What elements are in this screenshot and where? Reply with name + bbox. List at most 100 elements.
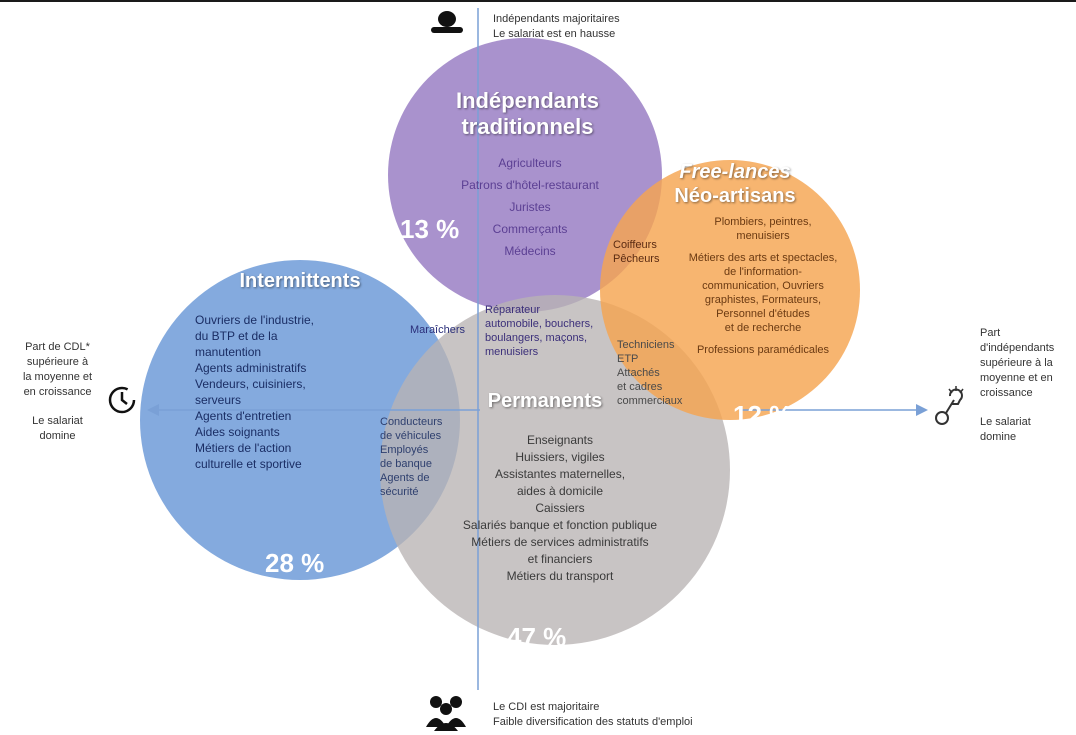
list-item: de véhicules: [380, 430, 442, 442]
list-item: et de recherche: [724, 322, 802, 334]
list-item: communication, Ouvriers: [702, 280, 824, 292]
permanents-list: Enseignants Huissiers, vigiles Assistant…: [440, 432, 680, 585]
clock-icon: [108, 386, 136, 414]
list-item: Agriculteurs: [498, 156, 562, 170]
permanents-title: Permanents: [487, 390, 603, 412]
list-item: Caissiers: [535, 501, 585, 515]
right-salariat-line: Le salariat: [980, 416, 1031, 428]
list-item: Assistantes maternelles,: [494, 467, 626, 481]
freelances-title-line2: Néo-artisans: [674, 185, 796, 207]
list-item: culturelle et sportive: [195, 457, 302, 471]
list-item: menuisiers: [485, 346, 539, 358]
list-item: Médecins: [504, 244, 556, 258]
right-caption: Part d'indépendants supérieure à la moye…: [980, 326, 1072, 445]
list-item: Agents d'entretien: [195, 409, 292, 423]
list-item: Pêcheurs: [613, 253, 660, 265]
list-item: Patrons d'hôtel-restaurant: [461, 178, 599, 192]
independants-title-line2: traditionnels: [461, 114, 594, 139]
overlap-coiffeurs: Coiffeurs Pêcheurs: [613, 238, 659, 266]
right-line: croissance: [980, 387, 1033, 399]
list-item: Ouvriers de l'industrie,: [195, 313, 315, 327]
left-salariat-line: domine: [39, 430, 76, 442]
left-line: en croissance: [23, 386, 92, 398]
list-item: manutention: [195, 345, 262, 359]
list-item: Métiers de l'action: [195, 441, 292, 455]
list-item: Enseignants: [526, 433, 594, 447]
independants-percentage: 13 %: [400, 214, 460, 244]
list-item: Conducteurs: [380, 416, 443, 428]
list-item: Huissiers, vigiles: [515, 450, 605, 464]
independants-title-line1: Indépendants: [455, 88, 599, 113]
freelances-title-line1: Free-lances: [679, 161, 791, 183]
list-item: de l'information-: [724, 266, 802, 278]
people-icon: [426, 696, 466, 731]
overlap-techniciens: Techniciens ETP Attachés et cadres comme…: [617, 338, 682, 408]
list-item: Plombiers, peintres,: [714, 216, 812, 228]
top-line-1: Indépendants majoritaires: [493, 13, 620, 25]
list-item: et financiers: [527, 552, 593, 566]
intermittents-list: Ouvriers de l'industrie, du BTP et de la…: [195, 312, 375, 472]
independants-title: Indépendants traditionnels: [445, 88, 610, 140]
list-item: de banque: [380, 458, 432, 470]
list-item: Agents de: [380, 472, 430, 484]
hat-icon: [431, 11, 463, 33]
freelances-list: Plombiers, peintres, menuisiers Métiers …: [668, 215, 858, 357]
left-line: Part de CDL*: [25, 341, 90, 353]
list-item: Juristes: [509, 200, 551, 214]
overlap-conducteurs: Conducteurs de véhicules Employés de ban…: [380, 415, 442, 499]
list-item: boulangers, maçons,: [485, 332, 588, 344]
list-item: Métiers de services administratifs: [471, 535, 649, 549]
circle-freelances: [600, 160, 860, 420]
bulb-icon: [935, 386, 964, 425]
intermittents-title: Intermittents: [239, 270, 361, 292]
list-item: commerciaux: [617, 395, 683, 407]
list-item: aides à domicile: [516, 484, 604, 498]
list-item: automobile, bouchers,: [485, 318, 594, 330]
list-item: Techniciens: [617, 339, 675, 351]
right-salariat-line: domine: [980, 431, 1017, 443]
left-line: la moyenne et: [22, 371, 93, 383]
list-item: Réparateur: [485, 304, 541, 316]
left-caption: Part de CDL* supérieure à la moyenne et …: [10, 340, 105, 444]
bottom-caption: Le CDI est majoritaire Faible diversific…: [493, 700, 693, 730]
freelances-title: Free-lances Néo-artisans: [660, 160, 810, 208]
top-rule: [0, 0, 1076, 2]
list-item: Métiers du transport: [506, 569, 614, 583]
right-line: d'indépendants: [980, 342, 1055, 354]
list-item: Attachés: [617, 367, 660, 379]
right-line: moyenne et en: [980, 372, 1053, 384]
right-line: supérieure à la: [980, 357, 1053, 369]
right-line: Part: [980, 327, 1001, 339]
list-item: Coiffeurs: [613, 239, 657, 251]
list-item: Métiers des arts et spectacles,: [688, 252, 838, 264]
circle-intermittents: [140, 260, 460, 580]
overlap-reparateur: Réparateur automobile, bouchers, boulang…: [485, 303, 593, 359]
permanents-percentage: 47 %: [507, 622, 567, 652]
list-item: Agents administratifs: [195, 361, 307, 375]
intermittents-percentage: 28 %: [265, 548, 325, 578]
list-item: menuisiers: [736, 230, 790, 242]
list-item: ETP: [617, 353, 639, 365]
bottom-line-2: Faible diversification des statuts d'emp…: [493, 716, 693, 728]
left-line: supérieure à: [26, 356, 89, 368]
top-line-2: Le salariat est en hausse: [493, 28, 616, 40]
list-item: Commerçants: [492, 222, 568, 236]
bottom-line-1: Le CDI est majoritaire: [493, 701, 600, 713]
list-item: Professions paramédicales: [696, 344, 830, 356]
overlap-maraichers: Maraîchers: [410, 324, 466, 336]
list-item: et cadres: [617, 381, 663, 393]
list-item: graphistes, Formateurs,: [704, 294, 822, 306]
independants-list: Agriculteurs Patrons d'hôtel-restaurant …: [430, 152, 630, 262]
list-item: Salariés banque et fonction publique: [462, 518, 658, 532]
list-item: Employés: [380, 444, 429, 456]
circle-independants: [388, 38, 662, 312]
left-salariat-line: Le salariat: [32, 415, 83, 427]
list-item: du BTP et de la: [195, 329, 278, 343]
list-item: Personnel d'études: [716, 308, 810, 320]
freelances-percentage: 12 %: [733, 400, 793, 430]
list-item: Vendeurs, cuisiniers,: [195, 377, 306, 391]
list-item: Aides soignants: [195, 425, 280, 439]
list-item: serveurs: [195, 393, 242, 407]
list-item: sécurité: [380, 486, 419, 498]
